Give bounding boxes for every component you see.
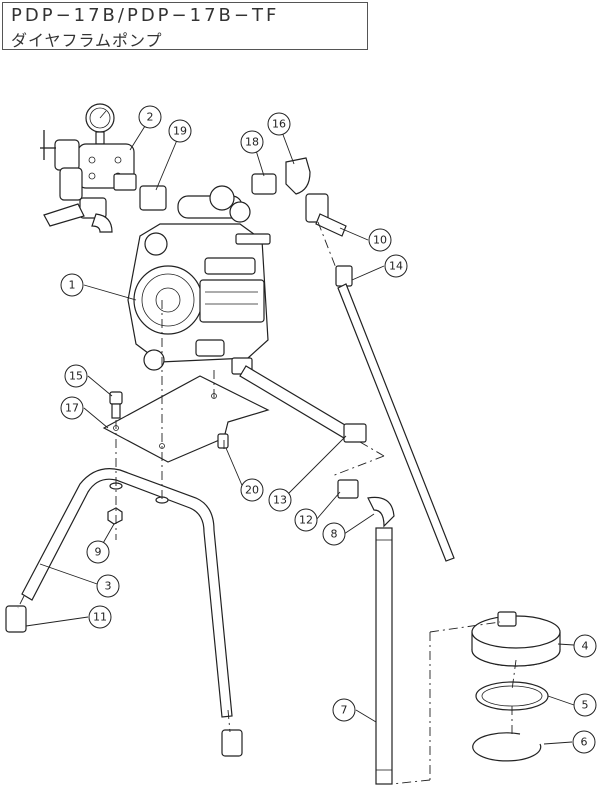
svg-text:1: 1 [69,279,76,292]
svg-text:18: 18 [245,136,259,149]
svg-text:5: 5 [582,699,589,712]
nipple-12 [337,479,359,499]
nipple-18 [251,173,277,195]
callout-9: 9 [86,540,110,564]
svg-text:17: 17 [65,402,79,415]
callout-15: 15 [64,364,88,388]
callout-11: 11 [88,605,112,629]
hose-14 [335,265,455,562]
svg-text:4: 4 [582,640,589,653]
hose-13 [231,357,367,443]
svg-text:11: 11 [93,611,107,624]
snap-ring-6 [472,732,542,762]
callout-5: 5 [573,693,597,717]
elbow-16 [285,157,311,195]
product-name: ダイヤフラムポンプ [11,31,163,50]
svg-text:12: 12 [299,514,313,527]
svg-text:9: 9 [95,546,102,559]
pump-body [127,185,271,371]
callout-2: 2 [138,105,162,129]
svg-text:8: 8 [331,528,338,541]
nipple-19 [139,185,167,211]
assembly-center-lines [17,221,517,785]
svg-text:13: 13 [273,494,287,507]
callout-1: 1 [60,273,84,297]
callout-10: 10 [368,228,392,252]
svg-text:14: 14 [389,260,403,273]
stand-frame-3 [21,468,233,718]
svg-text:6: 6 [581,736,588,749]
callout-14: 14 [384,254,408,278]
svg-text:16: 16 [272,118,286,131]
leader-lines [25,117,575,745]
svg-text:10: 10 [373,234,387,247]
callout-13: 13 [268,488,292,512]
title-box: PDP−17B/PDP−17B−TF ダイヤフラムポンプ [2,2,368,50]
callout-4: 4 [573,634,597,658]
callout-8: 8 [322,522,346,546]
svg-text:20: 20 [245,484,259,497]
svg-text:7: 7 [341,704,348,717]
callout-7: 7 [332,698,356,722]
svg-text:2: 2 [147,111,154,124]
ball-valve-10 [305,193,347,237]
model-number: PDP−17B/PDP−17B−TF [11,5,280,26]
strainer-cap-4 [471,611,561,667]
callout-12: 12 [294,508,318,532]
svg-text:3: 3 [105,580,112,593]
svg-text:15: 15 [69,370,83,383]
bolt-15 [109,391,123,419]
callout-3: 3 [96,574,120,598]
callout-6: 6 [572,730,596,754]
ring-5 [475,681,549,711]
elbow-8 [367,496,395,528]
base-plate-17 [102,375,270,463]
suction-pipe-7 [375,527,393,785]
foot-cap-11 [5,605,27,633]
bolt-20 [217,433,229,449]
callout-19: 19 [168,119,192,143]
foot-cap-11-b [221,729,243,757]
callout-17: 17 [60,396,84,420]
regulator-assembly [40,103,137,233]
callout-20: 20 [240,478,264,502]
svg-text:19: 19 [173,125,187,138]
callout-16: 16 [267,112,291,136]
nut-9 [107,507,123,525]
callout-18: 18 [240,130,264,154]
